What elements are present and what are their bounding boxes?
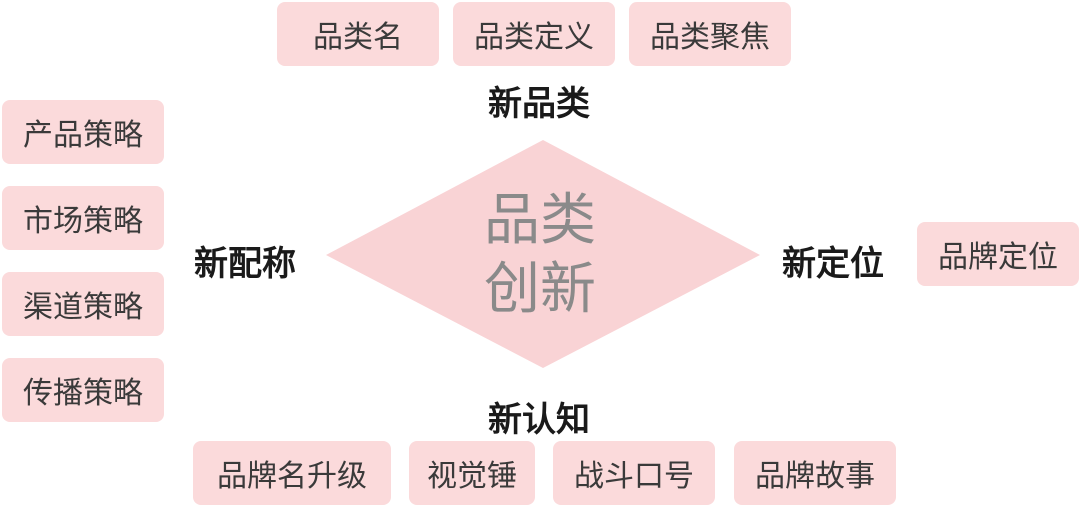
right-item-brand-positioning: 品牌定位 [917, 222, 1079, 286]
bottom-label: 新认知 [488, 400, 590, 440]
center-title-line2: 创新 [484, 257, 596, 322]
left-item-channel-strategy: 渠道策略 [2, 272, 164, 336]
left-item-market-strategy: 市场策略 [2, 186, 164, 250]
left-label: 新配称 [194, 244, 296, 284]
left-item-product-strategy: 产品策略 [2, 100, 164, 164]
right-label: 新定位 [782, 244, 884, 284]
top-item-category-definition: 品类定义 [453, 2, 615, 66]
top-label: 新品类 [488, 84, 590, 124]
bottom-item-brand-name-upgrade: 品牌名升级 [193, 441, 391, 505]
bottom-item-battle-slogan: 战斗口号 [553, 441, 715, 505]
bottom-item-brand-story: 品牌故事 [734, 441, 896, 505]
center-title-line1: 品类 [484, 188, 596, 253]
bottom-item-visual-hammer: 视觉锤 [409, 441, 535, 505]
top-item-category-focus: 品类聚焦 [629, 2, 791, 66]
top-item-category-name: 品类名 [277, 2, 439, 66]
left-item-communication-strategy: 传播策略 [2, 358, 164, 422]
